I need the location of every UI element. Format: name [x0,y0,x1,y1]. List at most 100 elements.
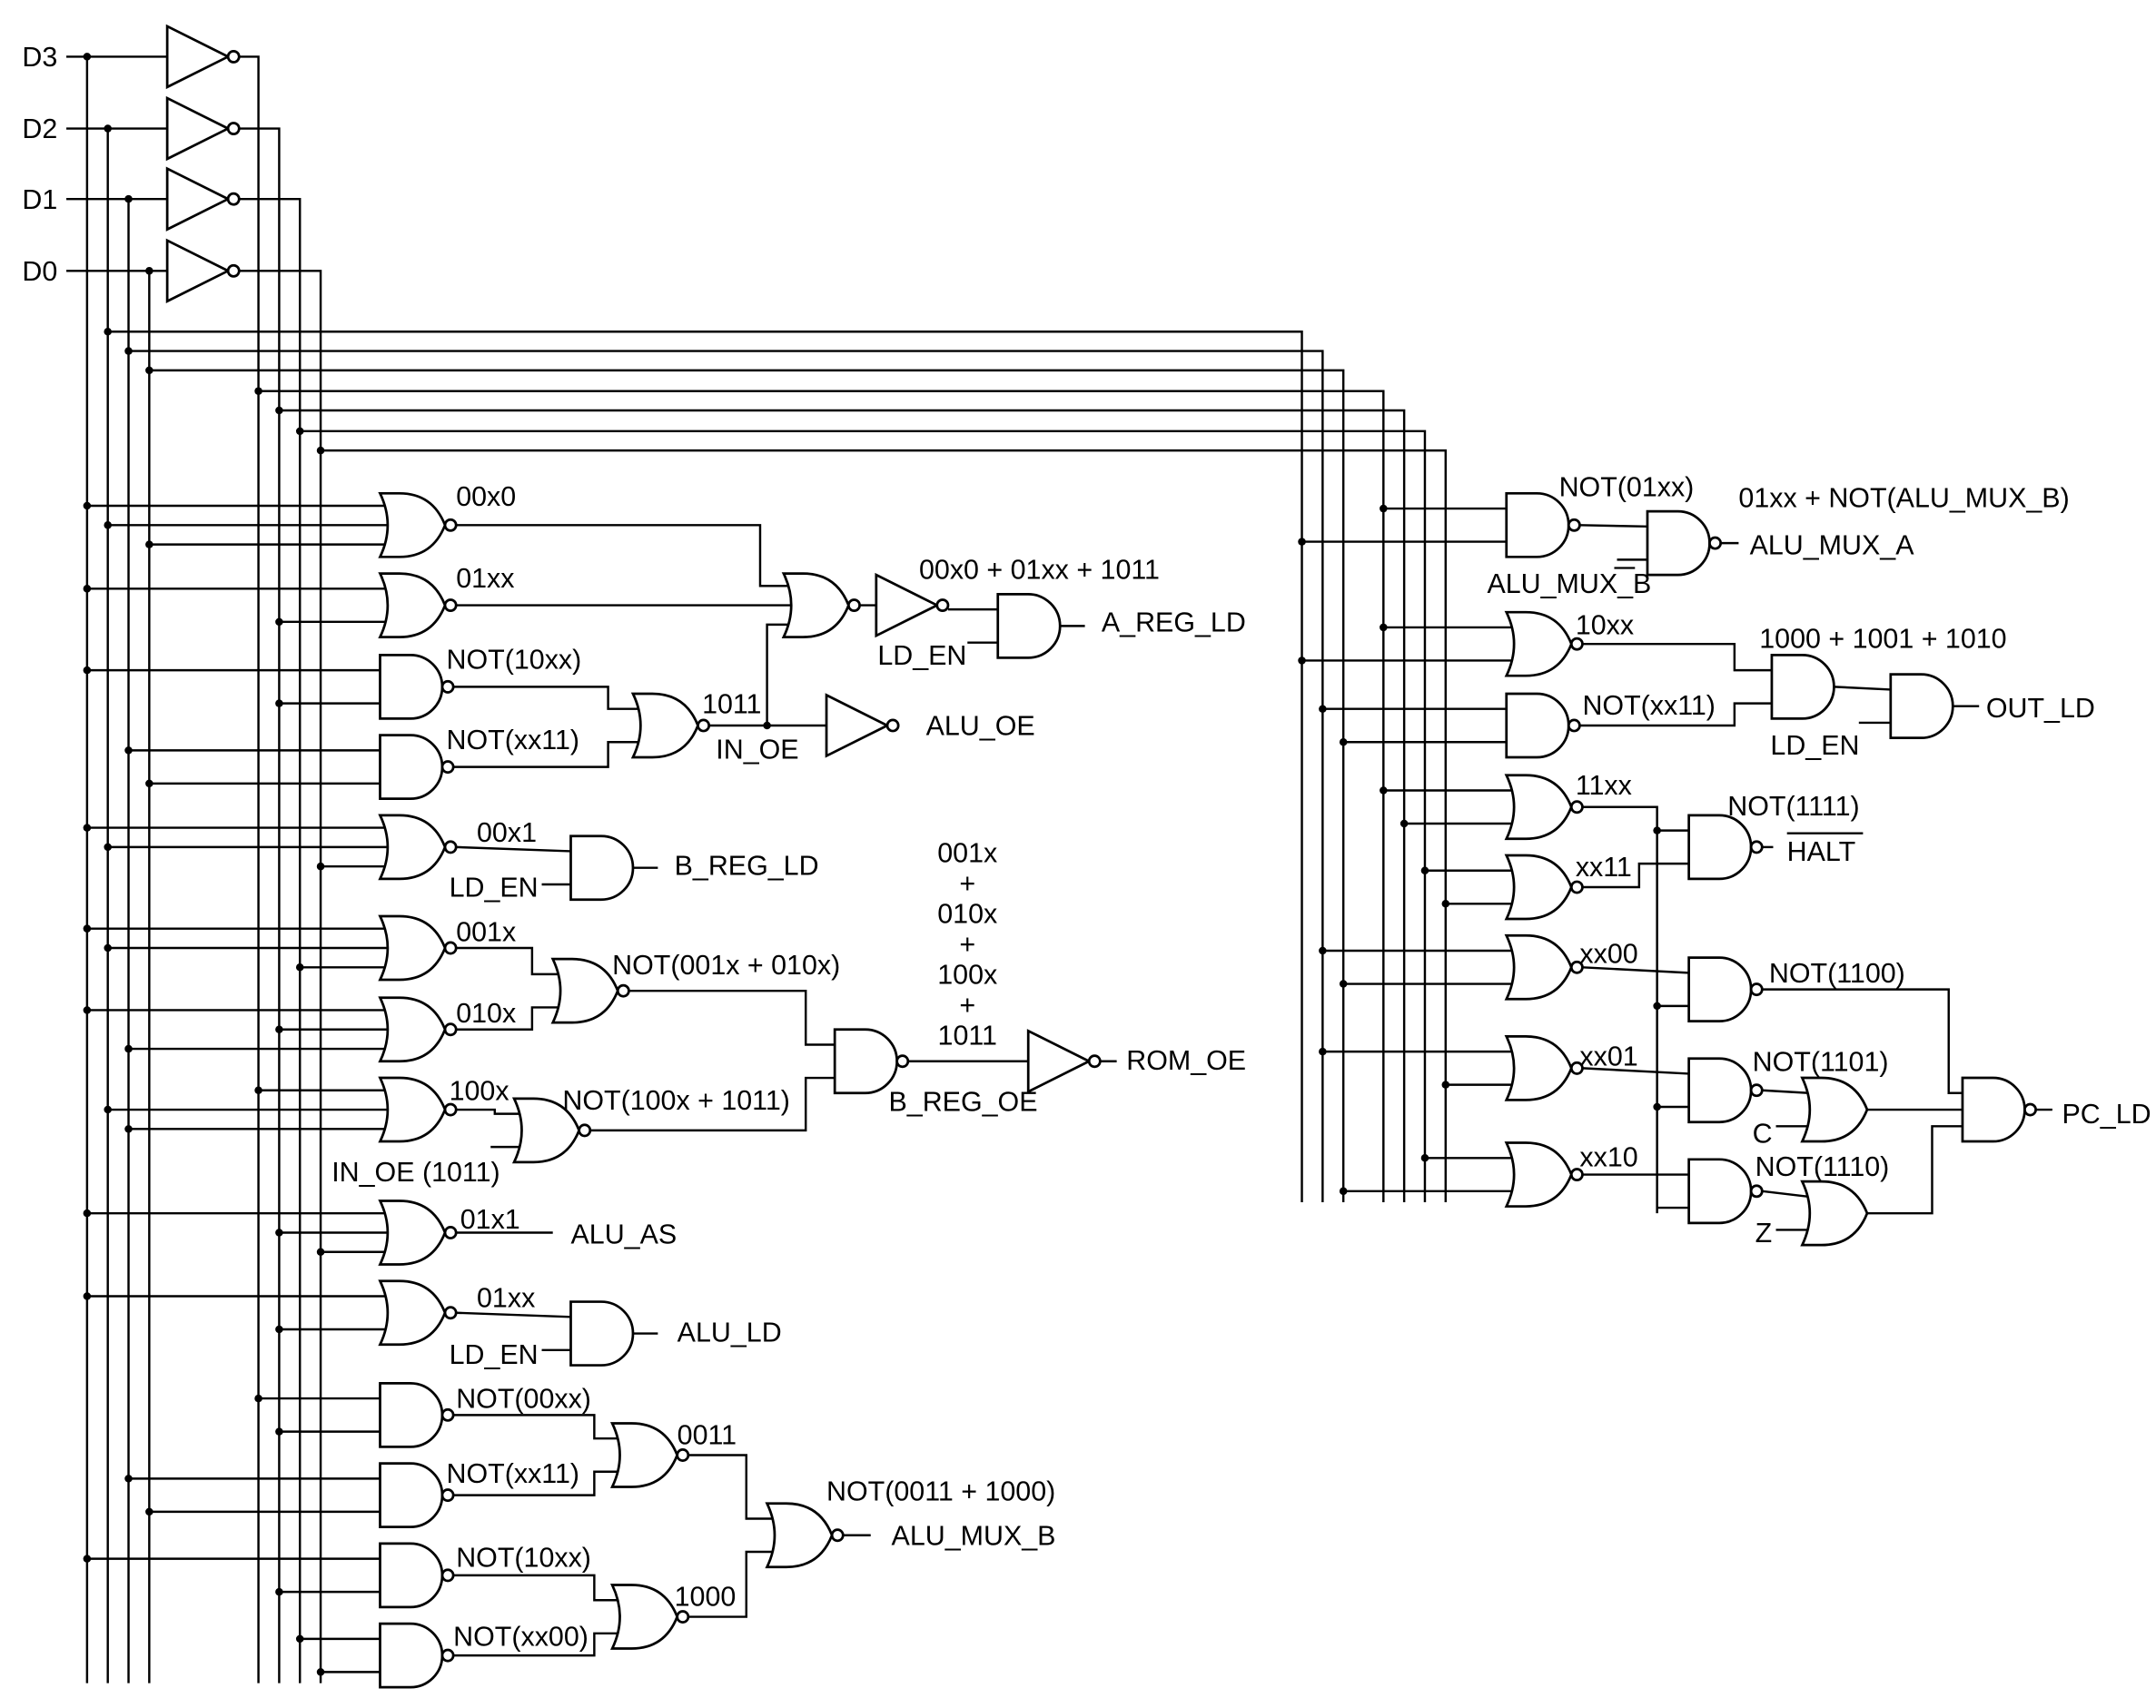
wire [687,1550,775,1618]
inversion-bubble [443,598,458,613]
junction-dot [83,924,92,933]
nand-gate [1687,956,1753,1023]
labels-t1011-label: 1011 [702,688,761,719]
junction-dot [124,1044,133,1053]
junction-dot [124,1475,133,1483]
nand-gate [1505,491,1570,558]
nor-gate [378,1200,447,1266]
inversion-bubble [1567,718,1581,733]
junction-dot [254,1086,262,1094]
nor-gate [378,572,447,638]
nand-gate [1961,1076,2026,1143]
inverted-bus [239,127,281,1683]
labels-txx00-label: xx00 [1579,939,1637,970]
bus-to-right [300,429,1427,1202]
junction-dot [145,779,153,788]
labels-a-reg-ld-label: A_REG_LD [1102,607,1246,637]
bus-to-right [149,369,1345,1202]
labels-t010x-label: 010x [456,998,516,1029]
wire [456,845,571,853]
gates [165,24,2037,1689]
junction-dot [1380,623,1388,632]
inversion-bubble [697,718,711,733]
labels-not1110-label: NOT(1110) [1755,1151,1890,1182]
junction-dot [83,666,92,675]
junction-dot [1339,737,1348,746]
nor-gate [378,814,447,881]
labels-notxx11-r-label: NOT(xx11) [1582,690,1715,721]
inversion-bubble [1749,1184,1764,1199]
junction-dot [124,1125,133,1133]
labels-sum-mux-label: 01xx + NOT(ALU_MUX_B) [1738,483,2069,514]
labels-pc-ld-label: PC_LD [2062,1099,2151,1130]
inversion-bubble [1569,1168,1584,1182]
inversion-bubble [676,1610,690,1624]
inversion-bubble [440,1648,455,1663]
nand-gate [379,1622,444,1689]
labels-t0011-label: 0011 [677,1419,737,1450]
junction-dot [104,124,112,133]
labels-halt-label: HALT [1787,836,1856,867]
inversion-bubble [440,679,455,694]
labels-ld-en4-label: LD_EN [1770,730,1859,761]
or-gate [1800,1180,1869,1247]
wire [766,623,791,726]
inversion-bubble [443,1306,458,1320]
junction-dot [145,366,153,375]
labels-not00xx-label: NOT(00xx) [456,1384,591,1415]
bus-to-right [279,409,1406,1202]
wire [453,686,640,710]
labels-alu-mux-a-label: ALU_MUX_A [1750,529,1915,560]
wire [1762,1190,1810,1199]
nor-gate [378,996,447,1063]
junction-dot [295,427,304,436]
labels-not001x010x-label: NOT(001x + 010x) [612,950,840,981]
wires [66,53,2052,1683]
labels-not1111-label: NOT(1111) [1727,791,1859,822]
wire [456,1311,571,1318]
junction-dot [275,1229,283,1237]
labels-alu-oe-label: ALU_OE [926,711,1035,742]
nand-gate [379,734,444,800]
nand-gate [379,1542,444,1609]
inversion-bubble [895,1054,910,1069]
nor-gate [1504,1035,1573,1101]
wire [1762,1089,1810,1094]
labels-out-ld-label: OUT_LD [1986,693,2095,724]
labels-in-oe-1011-label: IN_OE (1011) [331,1157,499,1188]
wire [453,741,640,768]
labels-rom-sum-1-label: + [959,868,975,899]
wire [589,1076,836,1132]
labels-t01xx-label: 01xx [456,563,514,594]
labels-ld-en3-label: LD_EN [450,1339,539,1370]
junction-dot [1380,504,1388,513]
inversion-bubble [226,49,241,64]
labels: D3D2D1D000x001xxNOT(10xx)NOT(xx11)1011IN… [22,42,2151,1652]
junction-dot [1380,786,1388,795]
labels-t01x1-label: 01x1 [460,1204,520,1235]
inversion-bubble [226,263,241,278]
junction-dot [145,1507,153,1516]
labels-rom-sum-2-label: 010x [937,899,997,930]
or-gate [1800,1076,1869,1143]
bus-to-right [258,390,1385,1202]
junction-dot [145,267,153,275]
nor-gate [609,1584,679,1650]
labels-txx11-label: xx11 [1576,852,1632,883]
labels-b-reg-oe-label: B_REG_OE [889,1087,1038,1118]
labels-notxx00-label: NOT(xx00) [453,1621,588,1652]
junction-dot [275,1025,283,1034]
inversion-bubble [935,598,950,613]
nand-gate [1687,1158,1753,1225]
and-gate [1770,653,1835,720]
bus-to-right [107,331,1303,1202]
wire [456,946,560,976]
labels-ld-en2-label: LD_EN [450,873,539,903]
junction-dot [316,862,325,871]
junction-dot [1298,657,1306,665]
labels-not10xx-label: NOT(10xx) [447,645,582,676]
labels-notxx11-label: NOT(xx11) [447,725,579,755]
inversion-bubble [226,192,241,206]
nand-gate [379,653,444,720]
nor-gate [378,1076,447,1143]
